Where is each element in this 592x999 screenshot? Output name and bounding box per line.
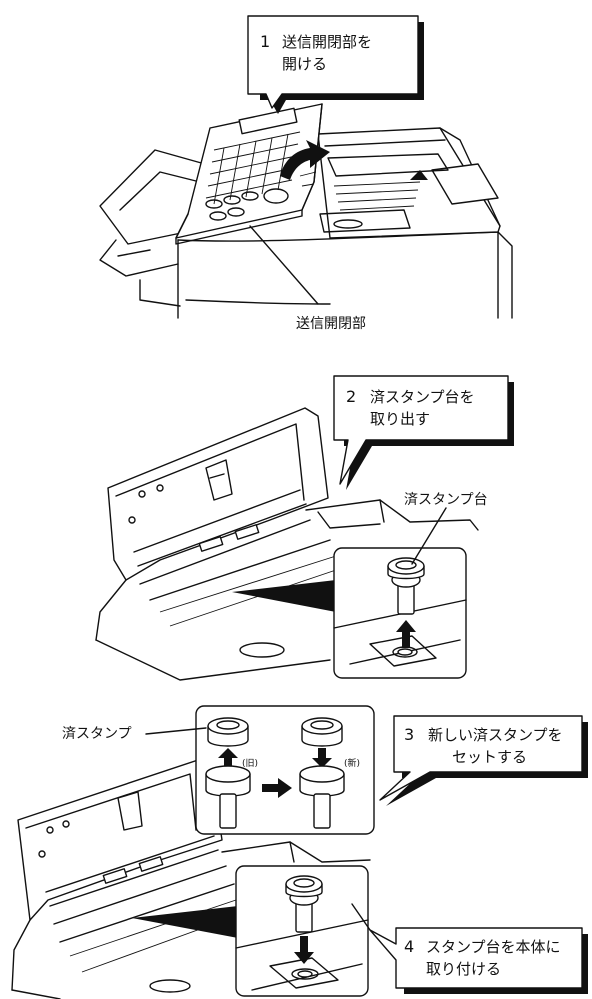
- up-arrow-2: [396, 620, 416, 648]
- step-2-number: 2: [346, 387, 356, 406]
- text-layer: 1 送信開閉部を 開ける 送信開閉部 2 済スタンプ台を 取り出す 済スタンプ台…: [62, 32, 563, 978]
- open-direction-arrow: [280, 140, 330, 180]
- step-2-line2: 取り出す: [370, 410, 430, 428]
- down-arrow-4: [294, 936, 314, 964]
- label-new: (新): [344, 757, 360, 769]
- label-old: (旧): [242, 758, 258, 769]
- zoom-pointer-3: [132, 906, 238, 938]
- callout-step-4: [369, 927, 588, 994]
- inset-stamp-replace: [195, 705, 375, 835]
- up-arrow-3: [218, 748, 238, 768]
- right-arrow-3: [262, 778, 292, 798]
- old-holder: [205, 765, 251, 829]
- fax-machine-body-1: [177, 127, 513, 319]
- step-1-line1: 送信開閉部を: [282, 33, 372, 51]
- step-3-line2: セットする: [452, 748, 527, 766]
- label-sending-cover: 送信開閉部: [296, 316, 366, 332]
- step-1-line2: 開ける: [282, 55, 327, 73]
- step-4-line2: 取り付ける: [426, 960, 501, 978]
- step-3-line1: 新しい済スタンプを: [428, 726, 563, 744]
- new-stamp: [301, 717, 343, 747]
- stamp-holder-part-4: [285, 875, 323, 933]
- panel-1-open-cover: [99, 15, 513, 319]
- stamp-holder-part: [387, 557, 425, 615]
- sending-cover-panel: [175, 103, 323, 245]
- new-holder: [299, 765, 345, 829]
- leader-step-4: [351, 903, 371, 931]
- leader-sending-cover: [249, 225, 319, 305]
- step-4-line1: スタンプ台を本体に: [426, 938, 561, 956]
- keypad-grid: [205, 131, 301, 205]
- leader-stamp-holder: [411, 507, 447, 565]
- step-1-number: 1: [260, 32, 270, 51]
- panel-2-remove-stamp-holder: [95, 375, 514, 681]
- inset-stamp-holder-removal: [333, 547, 467, 679]
- zoom-pointer-2: [232, 580, 336, 612]
- callout-step-1: [247, 15, 424, 114]
- label-stamp: 済スタンプ: [62, 726, 132, 742]
- callout-step-3: [379, 715, 588, 806]
- fax-interior-3: [11, 759, 371, 999]
- old-stamp: [207, 717, 249, 747]
- fax-interior-2: [95, 407, 479, 681]
- label-stamp-holder: 済スタンプ台: [404, 492, 488, 508]
- panel-3-4-install-stamp: [11, 705, 588, 999]
- inset-stamp-holder-install: [235, 865, 369, 997]
- step-4-number: 4: [404, 937, 414, 956]
- callout-step-2: [333, 375, 514, 490]
- down-arrow-3: [312, 748, 332, 768]
- leader-stamp: [145, 727, 207, 735]
- step-3-number: 3: [404, 725, 414, 744]
- step-2-line1: 済スタンプ台を: [370, 388, 475, 406]
